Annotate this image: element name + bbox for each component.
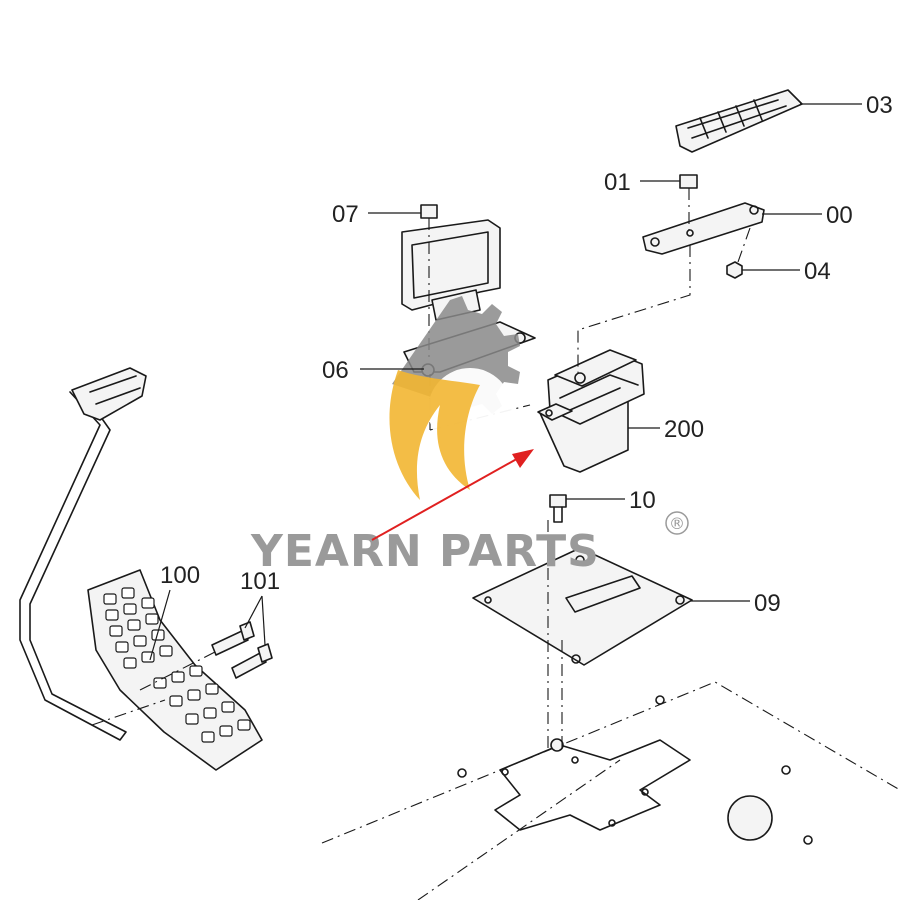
registered-circle — [665, 511, 689, 535]
label-200: 200 — [664, 416, 704, 443]
label-10: 10 — [629, 487, 656, 514]
bracket-00 — [642, 202, 765, 255]
bolt-10 — [549, 494, 567, 523]
watermark-text: YEARN PARTS — [250, 526, 600, 577]
yearn-logo-watermark — [389, 296, 520, 500]
leader-lines — [149, 103, 862, 661]
label-04: 04 — [804, 258, 831, 285]
pins-101 — [139, 621, 273, 691]
label-00: 00 — [826, 202, 853, 229]
label-100: 100 — [160, 562, 200, 589]
label-06: 06 — [322, 357, 349, 384]
red-arrow — [371, 449, 534, 541]
label-101: 101 — [240, 568, 280, 595]
label-03: 03 — [866, 92, 893, 119]
pedal-pad-03 — [675, 89, 803, 153]
base-plate-09 — [472, 520, 693, 750]
registered-mark: ® — [669, 514, 685, 533]
label-01: 01 — [604, 169, 631, 196]
control-unit-200 — [537, 245, 691, 473]
pedal-100 — [87, 569, 263, 771]
part-labels: 03 01 00 07 04 06 200 10 100 101 09 — [160, 92, 893, 617]
bolt-01 — [679, 174, 698, 230]
nut-04 — [726, 227, 751, 279]
pedal-lever — [19, 367, 166, 741]
label-09: 09 — [754, 590, 781, 617]
floor-plate — [321, 681, 900, 900]
label-07: 07 — [332, 201, 359, 228]
